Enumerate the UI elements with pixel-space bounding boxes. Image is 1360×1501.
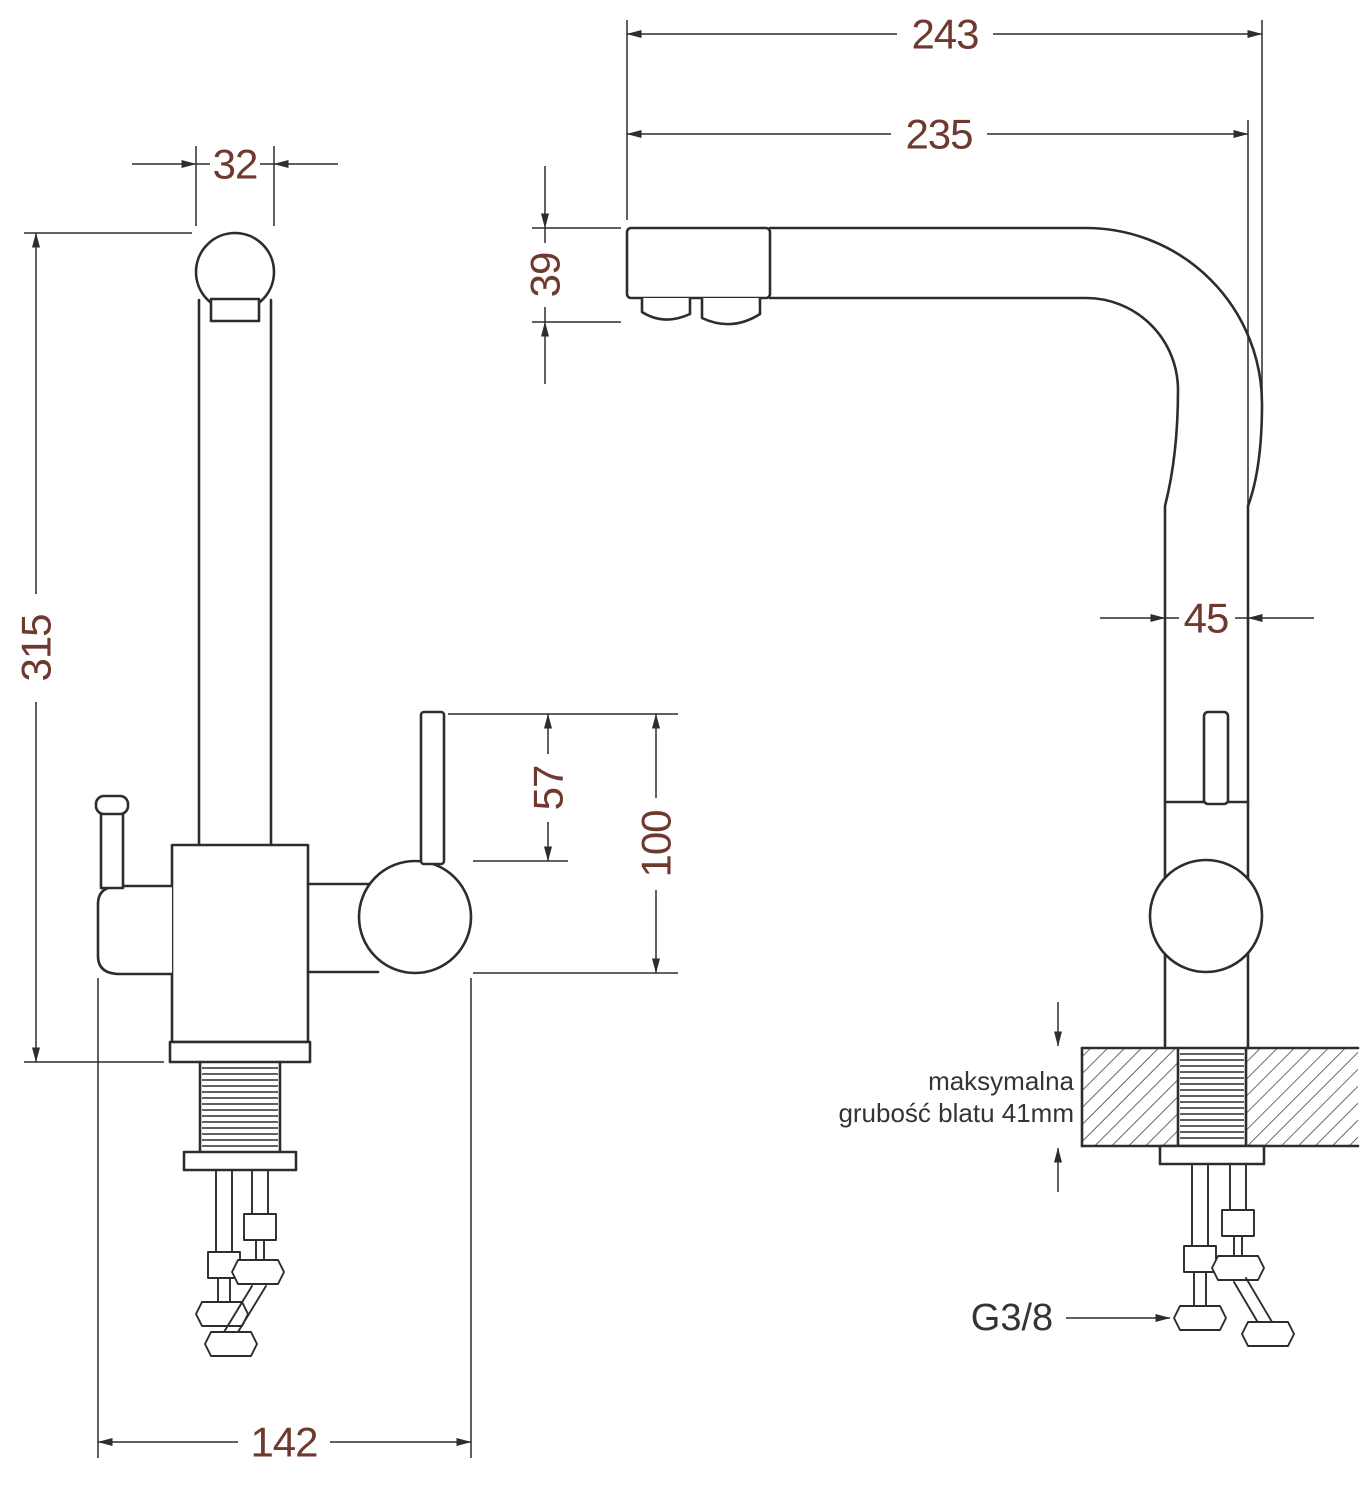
side-ball-joint bbox=[1148, 858, 1264, 974]
dimension-body-width: 45 bbox=[1100, 595, 1314, 642]
countertop-note-line1: maksymalna bbox=[928, 1066, 1074, 1096]
side-hose-fitting-3 bbox=[1241, 1321, 1295, 1347]
countertop-note-line2: grubość blatu 41mm bbox=[838, 1098, 1074, 1128]
dimension-total-reach: 243 bbox=[626, 11, 1263, 396]
side-view: 243 235 39 45 bbox=[522, 11, 1360, 1347]
thread-size-label: G3/8 bbox=[971, 1297, 1053, 1339]
front-aerator bbox=[209, 297, 261, 323]
side-shank-edges bbox=[1176, 1046, 1248, 1148]
dimension-body-width-label: 45 bbox=[1184, 595, 1229, 642]
dimension-joint-height: 100 bbox=[473, 713, 680, 974]
front-hose-fitting-3 bbox=[204, 1331, 258, 1357]
dimension-lever-height-label: 57 bbox=[525, 766, 572, 811]
side-hose-fitting-g38 bbox=[1173, 1305, 1227, 1331]
dimension-joint-height-label: 100 bbox=[633, 810, 680, 877]
thread-size-callout: G3/8 bbox=[971, 1297, 1171, 1339]
front-body bbox=[170, 843, 310, 1044]
front-left-lever bbox=[99, 810, 125, 890]
dimension-base-width-label: 142 bbox=[250, 1419, 317, 1466]
dimension-spout-diameter-label: 32 bbox=[213, 141, 258, 188]
dimension-spout-head-height: 39 bbox=[522, 166, 621, 384]
dimension-base-width: 142 bbox=[97, 978, 472, 1466]
side-aerator-2 bbox=[700, 298, 762, 326]
dimension-spout-reach: 235 bbox=[626, 111, 1249, 510]
dimension-spout-reach-label: 235 bbox=[905, 111, 972, 158]
front-spout-pipe bbox=[197, 298, 273, 847]
front-left-outlet bbox=[96, 884, 172, 976]
dimension-total-reach-label: 243 bbox=[911, 11, 978, 58]
front-right-lever bbox=[419, 710, 446, 866]
side-aerator-1 bbox=[640, 298, 692, 321]
countertop-thickness-callout: maksymalna grubość blatu 41mm bbox=[838, 1002, 1075, 1192]
side-spout-inner-contour bbox=[768, 296, 1180, 1050]
side-mounting-nut bbox=[1158, 1144, 1266, 1166]
dimension-spout-diameter: 32 bbox=[132, 141, 338, 226]
dimension-total-height: 315 bbox=[13, 232, 192, 1063]
dimension-spout-head-height-label: 39 bbox=[522, 253, 569, 298]
front-right-joint bbox=[357, 859, 473, 975]
countertop-section bbox=[1080, 1046, 1360, 1148]
side-hose-fitting-2 bbox=[1211, 1255, 1265, 1281]
side-lever bbox=[1202, 710, 1230, 806]
dimension-total-height-label: 315 bbox=[13, 614, 60, 681]
front-base-flange bbox=[168, 1040, 312, 1064]
front-supply-hoses bbox=[195, 1169, 285, 1357]
front-shank-threads bbox=[202, 1067, 278, 1147]
front-mounting-nut bbox=[182, 1150, 298, 1172]
side-supply-hoses bbox=[1173, 1163, 1295, 1347]
front-hose-fitting-2 bbox=[231, 1259, 285, 1285]
side-shank-threads bbox=[1180, 1053, 1244, 1139]
front-view: 32 315 57 100 bbox=[13, 141, 680, 1466]
front-left-lever-cap bbox=[94, 794, 130, 816]
dimension-lever-height: 57 bbox=[448, 713, 678, 862]
side-spout-head bbox=[625, 226, 772, 300]
front-shank-edges bbox=[198, 1060, 282, 1154]
front-right-connector bbox=[306, 882, 380, 974]
